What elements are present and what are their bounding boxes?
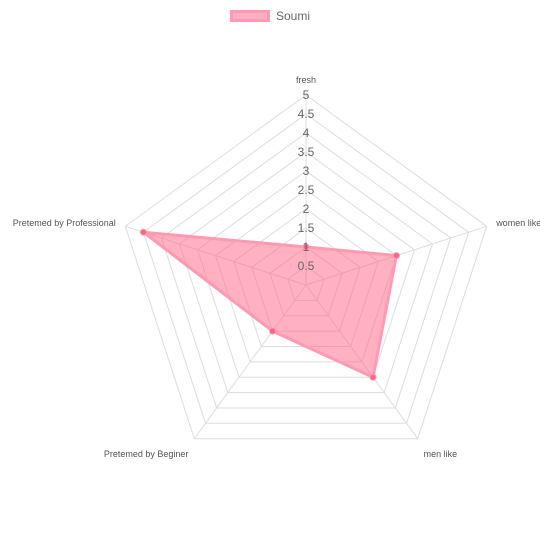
tick-label: 0.5	[298, 259, 315, 273]
data-point	[369, 373, 377, 381]
series-area	[141, 230, 398, 379]
axis-label: Pretemed by Professional	[13, 218, 116, 228]
tick-label: 4.5	[298, 107, 315, 121]
tick-label: 5	[303, 88, 310, 102]
radar-data	[139, 228, 400, 381]
tick-label: 2	[303, 202, 310, 216]
data-point	[302, 243, 310, 251]
grid-ring	[197, 170, 415, 378]
grid-ring	[160, 132, 452, 409]
tick-label: 4	[303, 126, 310, 140]
tick-label: 1.5	[298, 221, 315, 235]
tick-label: 1	[303, 240, 310, 254]
legend-label: Soumi	[275, 9, 310, 23]
grid-ring	[142, 113, 470, 424]
axis-label: women like	[495, 218, 540, 228]
grid-ring	[124, 94, 488, 440]
axis-labels: fresh women like men like Pretemed by Begin…	[13, 75, 540, 459]
axis-label: Pretemed by Beginer	[104, 449, 189, 459]
legend-swatch	[229, 10, 270, 22]
legend-item-soumi[interactable]: Soumi	[229, 9, 310, 23]
radial-ticks: 0.5 1 1.5 2 2.5 3 3.5 4 4.5 5	[298, 88, 315, 273]
tick-label: 3	[303, 164, 310, 178]
data-point	[269, 327, 276, 335]
grid-ring	[178, 151, 434, 394]
tick-label: 2.5	[298, 183, 315, 197]
legend: Soumi	[0, 6, 540, 26]
data-point	[392, 252, 400, 260]
data-point	[139, 228, 147, 236]
axis-label: men like	[424, 449, 458, 459]
axis-label: fresh	[296, 75, 316, 85]
tick-label: 3.5	[298, 145, 315, 159]
